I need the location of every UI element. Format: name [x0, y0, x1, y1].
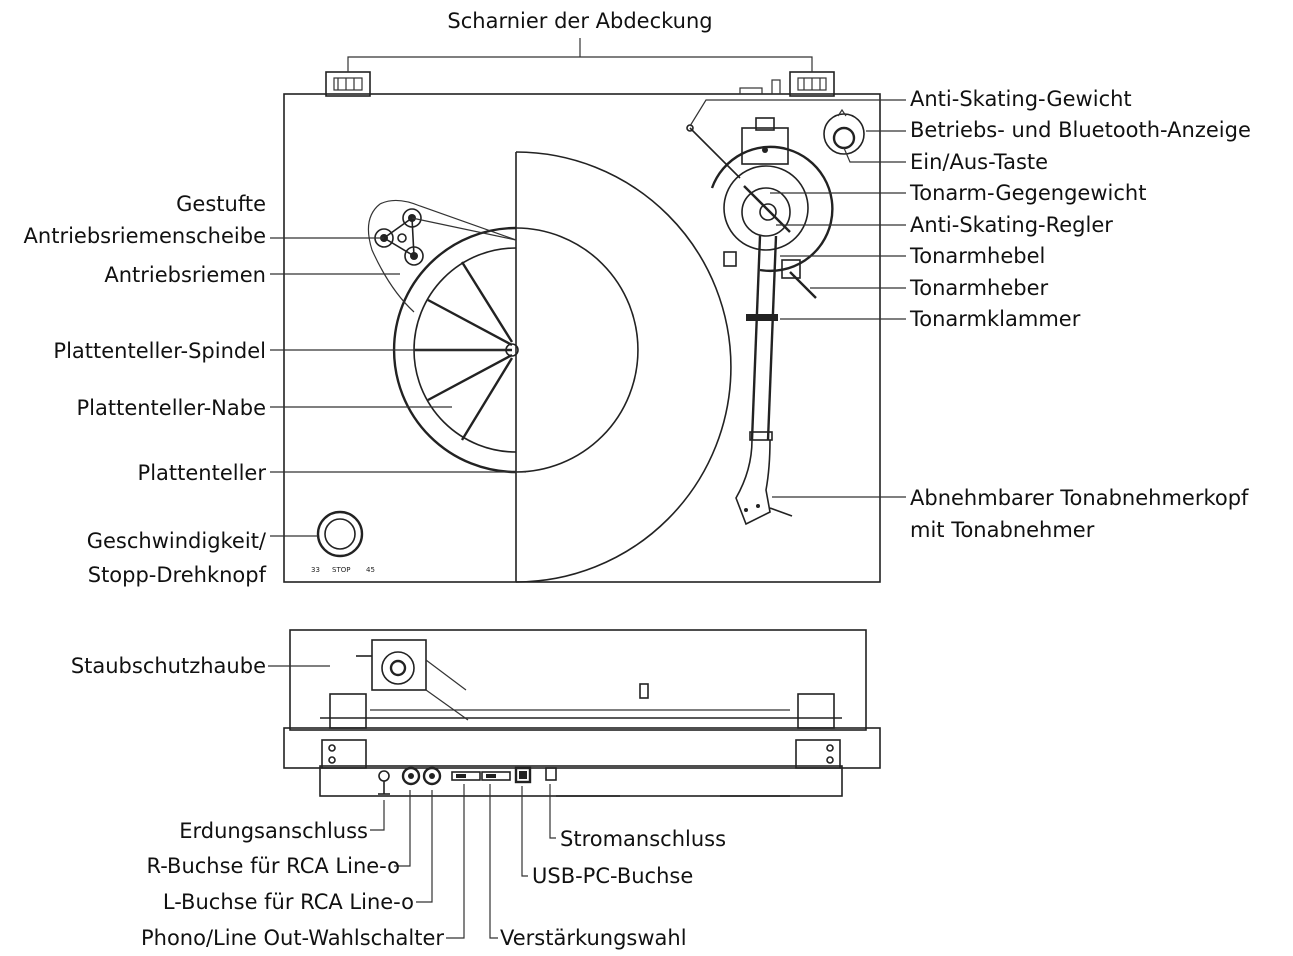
platter-inner-ring — [515, 227, 639, 473]
usb-jack-icon — [514, 766, 557, 784]
label-antiskate-weight: Anti-Skating-Gewicht — [910, 87, 1132, 111]
knob-icon — [316, 510, 364, 558]
label-speed-line1: Geschwindigkeit/ — [86, 529, 266, 553]
label-rca-l: L-Buchse für RCA Line-o — [162, 890, 414, 914]
knob-mark-45: 45 — [366, 566, 375, 574]
label-dc: Stromanschluss — [560, 827, 727, 851]
label-dustcover: Staubschutzhaube — [70, 654, 266, 678]
plinth-outline — [283, 93, 881, 583]
label-power: Ein/Aus-Taste — [910, 150, 1049, 174]
label-phono-switch: Phono/Line Out-Wahlschalter — [140, 926, 444, 950]
rear-plinth — [283, 727, 881, 769]
rear-view — [283, 629, 881, 797]
leaders-left-top — [270, 217, 526, 537]
tonearm-icon — [686, 117, 834, 526]
label-rca-r: R-Buchse für RCA Line-o — [146, 854, 400, 878]
ground-icon — [378, 770, 390, 795]
spindle-icon — [505, 343, 519, 357]
label-platter: Plattenteller — [137, 461, 266, 485]
label-speed-line2: Stopp-Drehknopf — [87, 563, 266, 587]
label-hub: Plattenteller-Nabe — [76, 396, 266, 420]
label-lever: Tonarmhebel — [910, 244, 1046, 268]
label-headshell-line2: mit Tonabnehmer — [910, 518, 1095, 542]
label-lift: Tonarmheber — [910, 276, 1049, 300]
dustcover-outline — [289, 629, 867, 731]
rca-jack-icon — [401, 766, 442, 786]
label-clamp: Tonarmklammer — [910, 307, 1081, 331]
label-usb: USB-PC-Buchse — [532, 864, 694, 888]
label-pulley-line1: Gestufte — [176, 192, 266, 216]
leaders-rear — [268, 665, 556, 939]
label-spindle: Plattenteller-Spindel — [53, 339, 266, 363]
label-hinge: Scharnier der Abdeckung — [447, 9, 713, 33]
label-ground: Erdungsanschluss — [179, 819, 368, 843]
hinge-icon — [325, 71, 835, 97]
knob-mark-33: 33 — [311, 566, 320, 574]
label-belt: Antriebsriemen — [104, 263, 266, 287]
platter-outline — [515, 151, 732, 583]
hinge-leader — [347, 56, 813, 72]
drive-belt — [367, 199, 517, 313]
label-headshell-line1: Abnehmbarer Tonabnehmerkopf — [910, 486, 1249, 510]
label-antiskate-knob: Anti-Skating-Regler — [910, 213, 1113, 237]
label-gain: Verstärkungswahl — [500, 926, 687, 950]
knob-mark-stop: STOP — [332, 566, 351, 574]
switch-icons — [451, 771, 511, 781]
leaders-right-top — [689, 99, 906, 498]
power-button-icon — [823, 108, 865, 155]
label-pulley-line2: Antriebsriemenscheibe — [23, 224, 266, 248]
pulley-icon — [374, 208, 424, 266]
label-indicator: Betriebs- und Bluetooth-Anzeige — [910, 118, 1251, 142]
top-view — [283, 38, 881, 583]
label-counterweight: Tonarm-Gegengewicht — [910, 181, 1147, 205]
